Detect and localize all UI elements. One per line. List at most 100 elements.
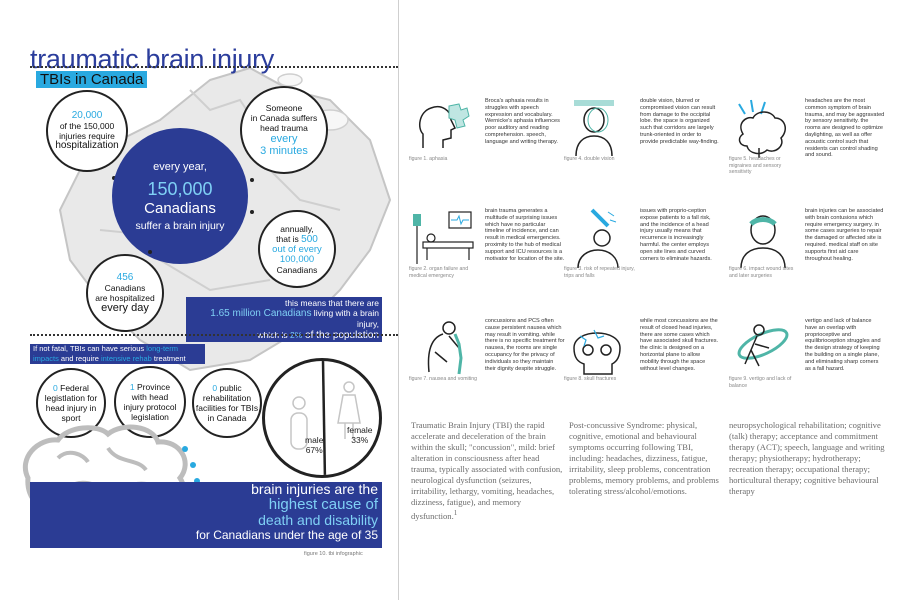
figure-description: Broca's aphasia results in struggles wit… xyxy=(485,98,560,145)
figure-impact-wound: figure 6. impact wound sites and later s… xyxy=(729,208,899,296)
stat-line: of the 150,000 xyxy=(59,121,115,131)
symptoms-page: figure 1. aphasia Broca's aphasia result… xyxy=(399,0,900,600)
section-subtitle: TBIs in Canada xyxy=(36,71,148,88)
rehabilitation-list-text: neuropsychological rehabilitation; cogni… xyxy=(729,420,885,496)
figure-nausea: figure 7. nausea and vomiting concussion… xyxy=(409,318,579,406)
band-line: If not fatal, TBIs can have serious xyxy=(33,344,147,353)
figure-organ-failure: figure 2. organ failure and medical emer… xyxy=(409,208,579,296)
stat-value: 100,000 xyxy=(279,253,315,265)
female-pct: 33% xyxy=(351,435,369,445)
stat-value: 1 xyxy=(129,382,135,392)
figure-caption: figure 2. organ failure and medical emer… xyxy=(409,266,469,279)
main-stat-line: every year, xyxy=(153,160,207,173)
male-label: male xyxy=(305,435,324,445)
figure-description: concussions and PCS often cause persiste… xyxy=(485,318,565,372)
stat-line: injury protocol xyxy=(123,402,177,412)
page-title: traumatic brain injury xyxy=(30,44,274,74)
stat-value: out of every xyxy=(272,243,322,255)
figure-description: headaches are the most common symptom of… xyxy=(805,98,885,159)
stat-line: Canadians xyxy=(104,283,146,293)
figure-repeated-injury: figure 3. risk of repeated injury, trips… xyxy=(564,208,734,296)
band-line: brain injuries are the xyxy=(251,481,378,497)
stat-line: head trauma xyxy=(260,123,308,133)
footnote-marker: 1 xyxy=(453,509,458,517)
figure-caption: figure 3. risk of repeated injury, trips… xyxy=(564,266,635,279)
woman-double-vision-icon xyxy=(574,100,614,157)
stat-line: public xyxy=(217,383,242,393)
bandaged-head-icon xyxy=(740,215,786,269)
figure-caption: figure 5. headaches or migraines and sen… xyxy=(729,156,782,175)
figure-double-vision: figure 4. double vision double vision, b… xyxy=(564,98,734,186)
decorative-dot xyxy=(182,446,188,452)
figure-description: brain injuries can be associated with br… xyxy=(805,208,884,262)
stat-line: Canadians xyxy=(276,264,318,275)
band-line: treatment xyxy=(151,354,186,363)
stat-line: injuries require xyxy=(59,131,115,141)
skull-icon xyxy=(573,329,621,375)
dotted-divider xyxy=(30,334,398,336)
figure-caption: figure 8. skull fractures xyxy=(564,376,617,382)
stat-value: 0 xyxy=(53,383,58,393)
female-label: female xyxy=(347,425,373,435)
pcs-definition-text: Post-concussive Syndrome: physical, cogn… xyxy=(569,420,719,496)
stat-line: head injury in xyxy=(45,403,97,413)
stat-line: hospitalization xyxy=(55,140,119,151)
gender-split-chart: female 33% male 67% xyxy=(262,358,382,478)
connector-dot xyxy=(148,250,152,254)
band-line: and require xyxy=(58,354,101,363)
main-stat-line: suffer a brain injury xyxy=(135,219,225,232)
stat-line: every day xyxy=(101,302,149,314)
stat-line: legistlation for xyxy=(44,393,98,403)
band-highlight: long-term xyxy=(146,344,178,353)
stat-line: Province xyxy=(134,382,171,392)
person-vomiting-icon xyxy=(427,321,463,375)
stat-line: Federal xyxy=(57,383,89,393)
stat-line: annually, xyxy=(280,223,314,234)
stat-value: 500 xyxy=(301,233,318,245)
band-highlight: highest cause of xyxy=(268,496,378,513)
figure-headaches: figure 5. headaches or migraines and sen… xyxy=(729,98,899,186)
figure-vertigo: figure 9. vertigo and lack of balance ve… xyxy=(729,318,899,406)
main-stat-circle: every year, 150,000 Canadians suffer a b… xyxy=(112,128,248,264)
decorative-dot xyxy=(194,478,200,484)
figure-description: while most concussions are the result of… xyxy=(640,318,719,372)
stat-500-circle: annually, that is 500 out of every 100,0… xyxy=(258,210,336,288)
connector-dot xyxy=(250,178,254,182)
person-spinning-icon xyxy=(737,324,789,367)
dotted-divider xyxy=(30,66,398,68)
stat-value: 3 minutes xyxy=(260,145,308,157)
stat-value: every xyxy=(270,133,298,145)
band-highlight: impacts xyxy=(33,354,59,363)
page-divider xyxy=(398,0,399,600)
brain-lightning-icon xyxy=(738,99,786,158)
figure-caption: figure 1. aphasia xyxy=(409,156,448,162)
female-figure-icon xyxy=(337,381,361,439)
gender-split-graphic xyxy=(290,361,361,475)
figure-description: double vision, blurred or compromised vi… xyxy=(640,98,719,145)
tbi-definition-text: Traumatic Brain Injury (TBI) the rapid a… xyxy=(411,420,567,522)
rehab-facilities-circle: 0 public rehabilitation facilities for T… xyxy=(192,368,262,438)
figure-description: issues with proprio-ception expose patie… xyxy=(640,208,712,262)
head-puzzle-icon xyxy=(418,103,470,148)
stat-value: 0 xyxy=(212,383,218,393)
male-figure-icon xyxy=(290,396,308,450)
figure-caption: figure 4. double vision xyxy=(564,156,615,162)
stat-line: rehabilitation xyxy=(202,393,252,403)
band-highlight: death and disability xyxy=(258,512,378,528)
leading-cause-band: brain injuries are the highest cause of … xyxy=(30,482,382,548)
figure-caption: figure 10. tbi infographic xyxy=(304,551,363,557)
band-line: this means that there are xyxy=(284,298,379,308)
band-highlight: intensive rehab xyxy=(100,354,152,363)
figure-aphasia: figure 1. aphasia Broca's aphasia result… xyxy=(409,98,579,186)
band-highlight: 1.65 million xyxy=(210,308,264,319)
stat-line: sport xyxy=(61,413,81,423)
figure-caption: figure 9. vertigo and lack of balance xyxy=(729,376,792,389)
stat-every-3-minutes-circle: Someone in Canada suffers head trauma ev… xyxy=(240,86,328,174)
main-stat-value: 150,000 xyxy=(147,178,213,199)
stat-hospitalization-circle: 20,000 of the 150,000 injuries require h… xyxy=(46,90,128,172)
figure-skull-fractures: figure 8. skull fractures while most con… xyxy=(564,318,734,406)
stat-line: are hospitalized xyxy=(95,293,155,303)
main-stat-line: Canadians xyxy=(144,199,216,217)
person-falling-icon xyxy=(577,208,619,269)
band-highlight: Canadians xyxy=(263,308,312,319)
